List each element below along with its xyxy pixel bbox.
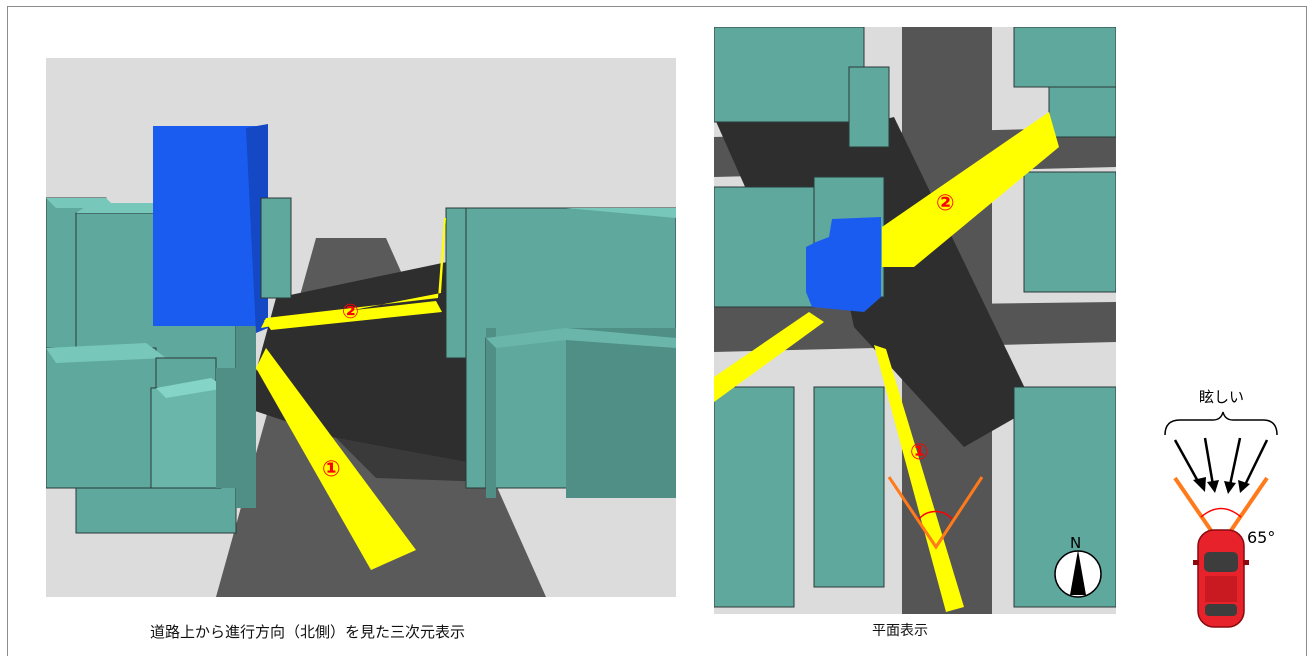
building <box>714 27 865 123</box>
building <box>46 347 157 489</box>
building-roof <box>486 328 676 348</box>
highlight-building <box>806 217 881 312</box>
marker-2-label: ② <box>342 299 359 323</box>
car-icon <box>1193 529 1249 628</box>
building <box>1048 86 1116 138</box>
plan-view: ② ① N <box>714 27 1116 614</box>
arrow-icon <box>1203 437 1215 486</box>
sun-ray-1 <box>874 345 964 612</box>
arrow-icon <box>1228 437 1242 486</box>
brace <box>1164 411 1278 436</box>
angle-label: 65° <box>1247 528 1275 547</box>
figure-frame <box>7 6 1307 656</box>
highlight-building <box>153 126 263 326</box>
arrowhead <box>1193 477 1206 492</box>
building-roof <box>46 343 166 363</box>
building-front <box>566 328 676 498</box>
sun-ray-2 <box>261 218 446 328</box>
plan-view-caption: 平面表示 <box>872 623 928 639</box>
building <box>1023 171 1116 293</box>
arrowhead <box>1224 481 1236 494</box>
arrow-icon <box>1243 439 1269 486</box>
view-angle-arc <box>1200 507 1242 518</box>
marker-1-label: ① <box>910 440 929 465</box>
arrow-icon <box>1173 439 1202 486</box>
building-side <box>486 328 496 498</box>
compass-label: N <box>1070 534 1081 552</box>
building <box>714 186 815 308</box>
building <box>1013 27 1116 88</box>
sun-ray-west <box>714 312 824 402</box>
building <box>848 66 890 148</box>
building-side <box>216 368 241 488</box>
three-d-view-caption: 道路上から進行方向（北側）を見た三次元表示 <box>150 623 466 641</box>
view-angle-arc <box>918 510 953 520</box>
building <box>714 386 795 608</box>
marker-2-label: ② <box>936 191 955 216</box>
building <box>813 386 885 588</box>
building-roof <box>466 208 676 218</box>
sun-ray-2-beam <box>264 301 442 330</box>
glare-label: 眩しい <box>1199 388 1244 406</box>
view-angle-lines <box>887 476 984 550</box>
sun-ray-2 <box>882 112 1059 267</box>
sun-ray-1 <box>256 348 416 570</box>
marker-1-label: ① <box>322 457 341 482</box>
building <box>150 387 222 489</box>
glare-legend: 眩しい 65° <box>1155 380 1295 640</box>
building <box>260 197 292 299</box>
compass-needle <box>1070 550 1086 595</box>
three-d-view: ② ① <box>46 58 676 597</box>
building-roof <box>156 378 226 398</box>
arrowhead <box>1207 480 1219 493</box>
arrowhead <box>1238 480 1250 493</box>
